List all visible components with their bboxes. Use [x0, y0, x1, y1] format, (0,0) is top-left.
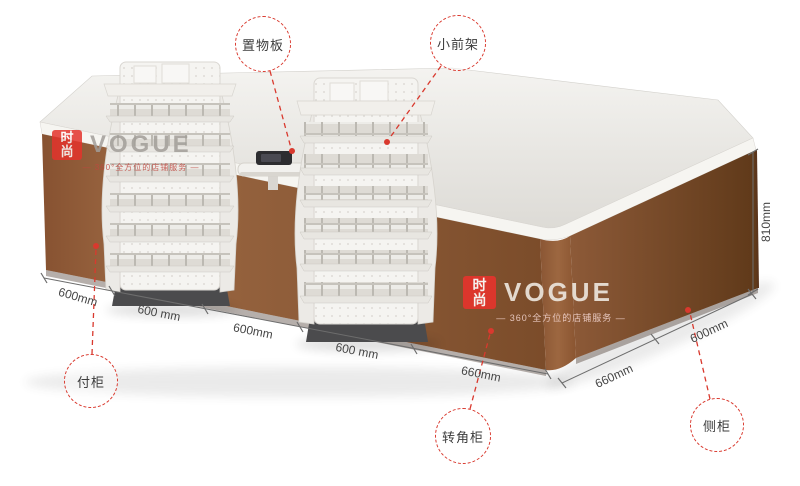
brand-tagline: — 360°全方位的店铺服务 —	[82, 163, 200, 172]
leader-lines	[91, 65, 711, 410]
shelf-board-edge	[240, 172, 306, 176]
leader-shelf-board	[269, 70, 292, 149]
right-rack-canopy	[296, 100, 436, 116]
callout-pay-cabinet-label: 付柜	[76, 374, 105, 390]
floor-shadow-main	[25, 367, 575, 397]
left-rack-canopy	[103, 83, 237, 97]
callout-shelf-board-label: 置物板	[241, 37, 284, 53]
callout-side-cabinet: 侧柜	[690, 398, 744, 452]
brand-watermark-right: 时尚 VOGUE — 360°全方位的店铺服务 —	[463, 276, 659, 324]
brand-logo-en: VOGUE	[504, 277, 613, 307]
left-rack-top-box	[133, 65, 157, 84]
right-rack-top-box	[359, 80, 389, 102]
left-rack-shelves	[105, 103, 235, 273]
leader-side-cabinet	[689, 312, 711, 400]
brand-logo-icon: 时尚	[463, 276, 496, 309]
card-device-screen	[261, 154, 281, 162]
dimension-lines	[40, 148, 759, 389]
right-front-rack	[294, 77, 440, 352]
leader-front-rack	[388, 65, 442, 140]
callout-shelf-board: 置物板	[235, 16, 291, 72]
brand-logo-cn: 时尚	[60, 130, 74, 159]
left-rack-shadow	[106, 303, 238, 317]
callout-front-rack: 小前架	[430, 15, 486, 71]
callout-front-rack-label: 小前架	[436, 36, 479, 52]
right-rack-top-box	[329, 82, 355, 102]
leader-dots	[93, 139, 691, 334]
dimension-label-height: 810mm	[759, 201, 773, 243]
callout-corner-cabinet-label: 转角柜	[441, 429, 484, 445]
side-cabinet-front	[570, 150, 758, 358]
callout-pay-cabinet: 付柜	[64, 354, 118, 408]
leader-corner-cabinet	[469, 333, 491, 410]
brand-watermark-left: 时尚 VOGUE — 360°全方位的店铺服务 —	[52, 130, 230, 173]
floor-shadow-wing	[545, 282, 775, 388]
left-front-rack	[101, 61, 239, 317]
callout-side-cabinet-label: 侧柜	[702, 418, 731, 434]
left-rack-top-box	[161, 63, 190, 84]
corner-cabinet-front	[540, 236, 576, 371]
shelf-board	[237, 151, 309, 190]
brand-tagline: — 360°全方位的店铺服务 —	[496, 313, 626, 323]
callout-corner-cabinet: 转角柜	[435, 408, 491, 464]
brand-logo-cn: 时尚	[472, 276, 487, 308]
shelf-board-bracket	[268, 176, 278, 190]
brand-logo-en: VOGUE	[90, 131, 192, 158]
counter-base-wing	[576, 288, 758, 364]
brand-logo-icon: 时尚	[52, 130, 82, 160]
right-rack-shelves	[299, 122, 433, 304]
wing-end-edge	[755, 149, 759, 289]
